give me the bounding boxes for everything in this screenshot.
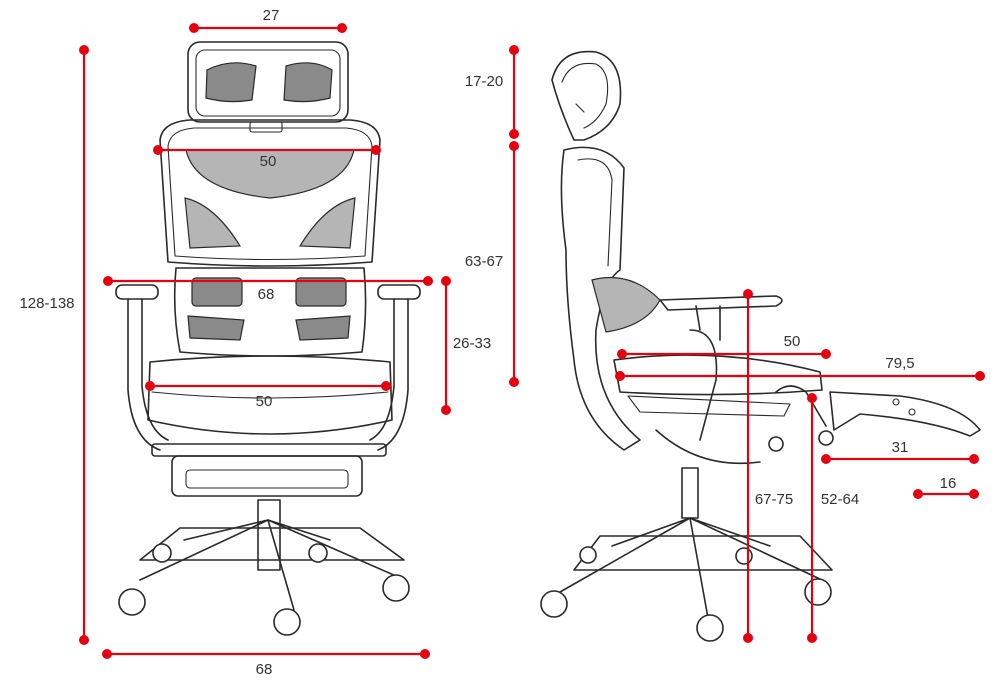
label-front-backrest-width: 50 (260, 153, 277, 170)
label-side-footrest-width: 16 (940, 475, 957, 492)
label-side-footrest-length: 31 (892, 439, 909, 456)
side-armrest (659, 295, 783, 441)
side-view-chair (540, 50, 981, 642)
front-seat (147, 355, 393, 497)
dimension-lines (79, 23, 985, 659)
label-front-headrest-width: 27 (263, 7, 280, 24)
front-backrest (159, 119, 381, 267)
front-view-chair (115, 41, 421, 636)
label-side-backrest-height: 63-67 (465, 253, 503, 270)
front-lumbar (173, 267, 367, 357)
label-side-depth-footrest: 79,5 (885, 355, 914, 372)
label-side-seat-depth: 50 (784, 333, 801, 350)
label-side-headrest-height: 17-20 (465, 73, 503, 90)
label-front-total-height: 128-138 (19, 295, 74, 312)
side-backrest (560, 146, 661, 451)
side-footrest (768, 385, 981, 452)
dimension-labels: 27 50 68 50 128-138 68 26-33 17-20 63-67… (19, 7, 956, 678)
side-headrest (551, 50, 622, 141)
front-armrests (115, 284, 421, 451)
front-headrest (187, 41, 349, 133)
label-front-armrest-height: 26-33 (453, 335, 491, 352)
label-side-seat-height: 52-64 (821, 491, 859, 508)
side-seat (613, 354, 823, 465)
front-base (118, 499, 410, 636)
label-front-seat-width: 50 (256, 393, 273, 410)
label-side-armrest-floor-height: 67-75 (755, 491, 793, 508)
label-front-base-width: 68 (256, 661, 273, 678)
label-front-lumbar-width: 68 (258, 286, 275, 303)
